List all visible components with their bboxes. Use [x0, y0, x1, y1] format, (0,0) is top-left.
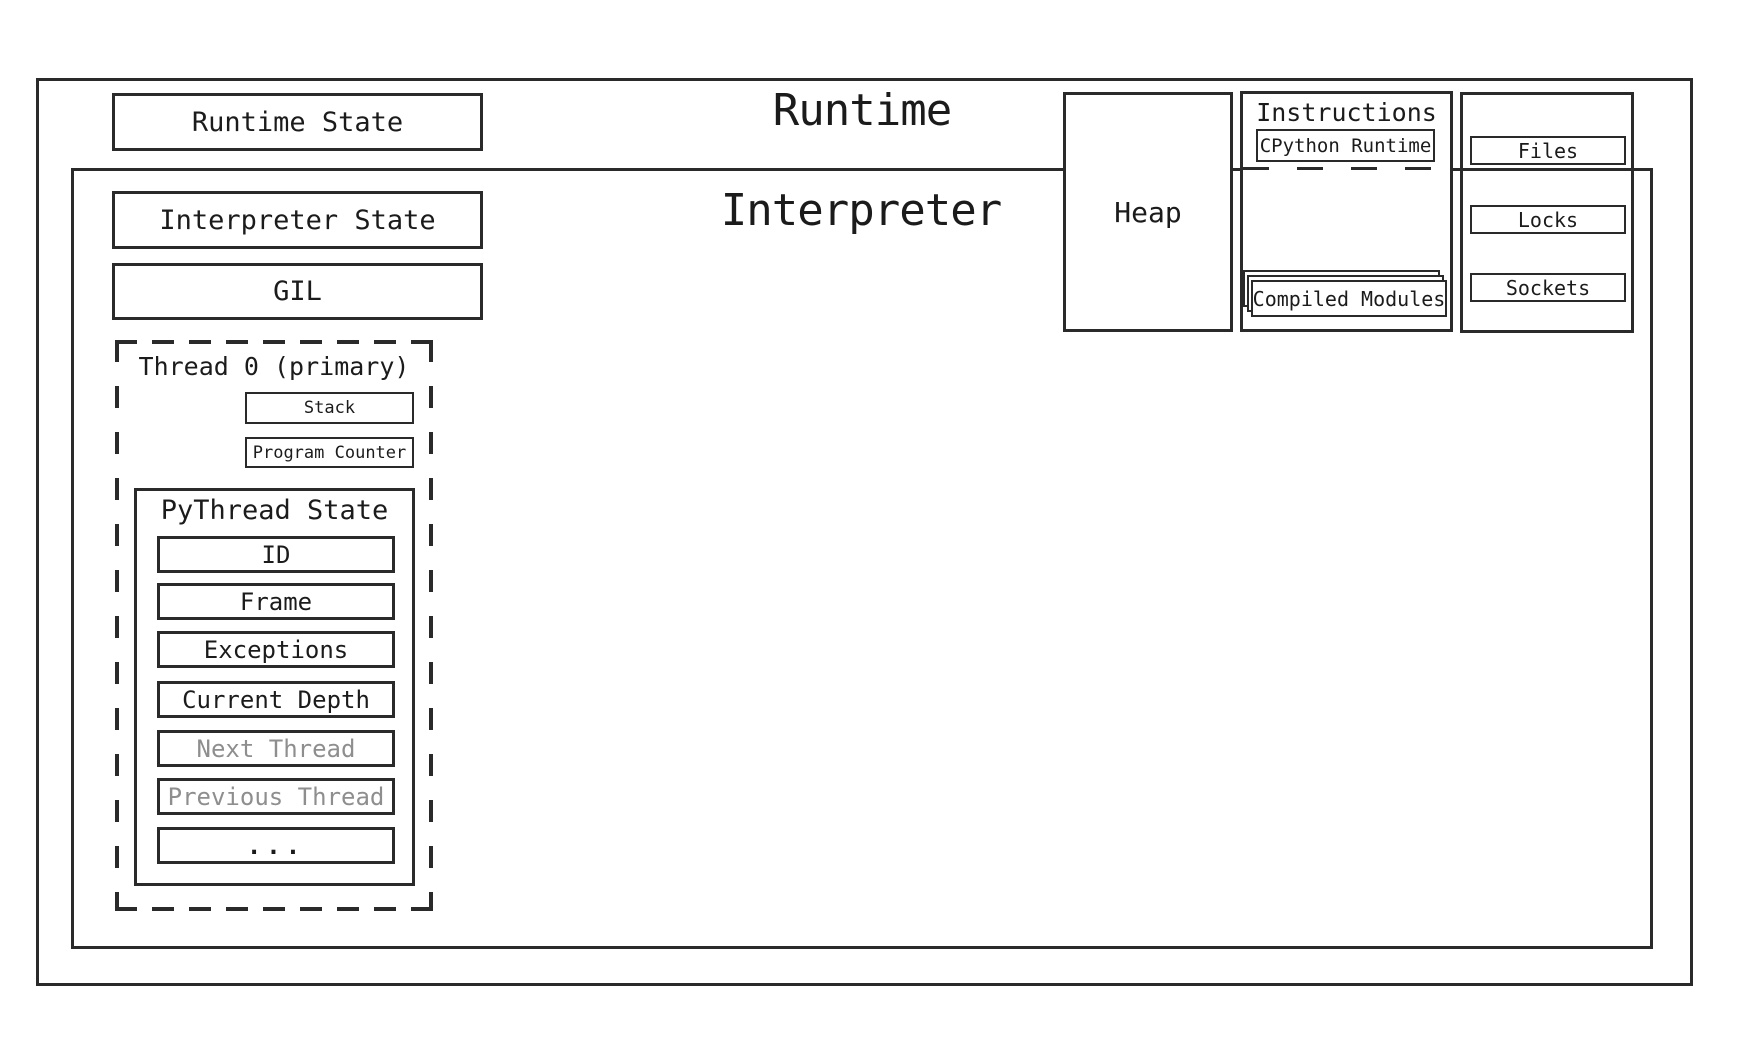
- gil-box: GIL: [112, 263, 483, 320]
- pythread-field-current-depth: Current Depth: [157, 681, 395, 718]
- cpython-runtime-box: CPython Runtime: [1256, 129, 1435, 162]
- pythread-field-id: ID: [157, 536, 395, 573]
- pythread-field-previous-thread: Previous Thread: [157, 778, 395, 815]
- thread-box-top-edge: [115, 340, 433, 344]
- pythread-field-ellipsis: ...: [157, 827, 395, 864]
- heap-box: Heap: [1063, 92, 1233, 332]
- runtime-state-box: Runtime State: [112, 93, 483, 151]
- stack-box: Stack: [245, 392, 414, 424]
- pythread-field-exceptions: Exceptions: [157, 631, 395, 668]
- interpreter-state-box: Interpreter State: [112, 191, 483, 249]
- locks-box: Locks: [1470, 205, 1626, 234]
- thread-box-left-edge: [115, 340, 119, 911]
- runtime-interpreter-boundary-dashed-line: [1243, 167, 1450, 170]
- thread-box-bottom-edge: [115, 907, 433, 911]
- instructions-title: Instructions: [1256, 97, 1437, 127]
- thread-title: Thread 0 (primary): [138, 351, 410, 381]
- pythread-state-title: PyThread State: [160, 494, 389, 526]
- pythread-field-frame: Frame: [157, 583, 395, 620]
- interpreter-scope-box: [71, 168, 1653, 949]
- interpreter-title: Interpreter: [720, 184, 1002, 236]
- runtime-title: Runtime: [772, 84, 952, 136]
- resources-box: [1460, 92, 1634, 333]
- thread-box-right-edge: [429, 340, 433, 911]
- pythread-state-box: [134, 488, 415, 886]
- files-box: Files: [1470, 136, 1626, 165]
- compiled-modules-box: Compiled Modules: [1251, 280, 1447, 317]
- pythread-field-next-thread: Next Thread: [157, 730, 395, 767]
- runtime-scope-box: [36, 78, 1693, 986]
- program-counter-box: Program Counter: [245, 437, 414, 468]
- sockets-box: Sockets: [1470, 273, 1626, 302]
